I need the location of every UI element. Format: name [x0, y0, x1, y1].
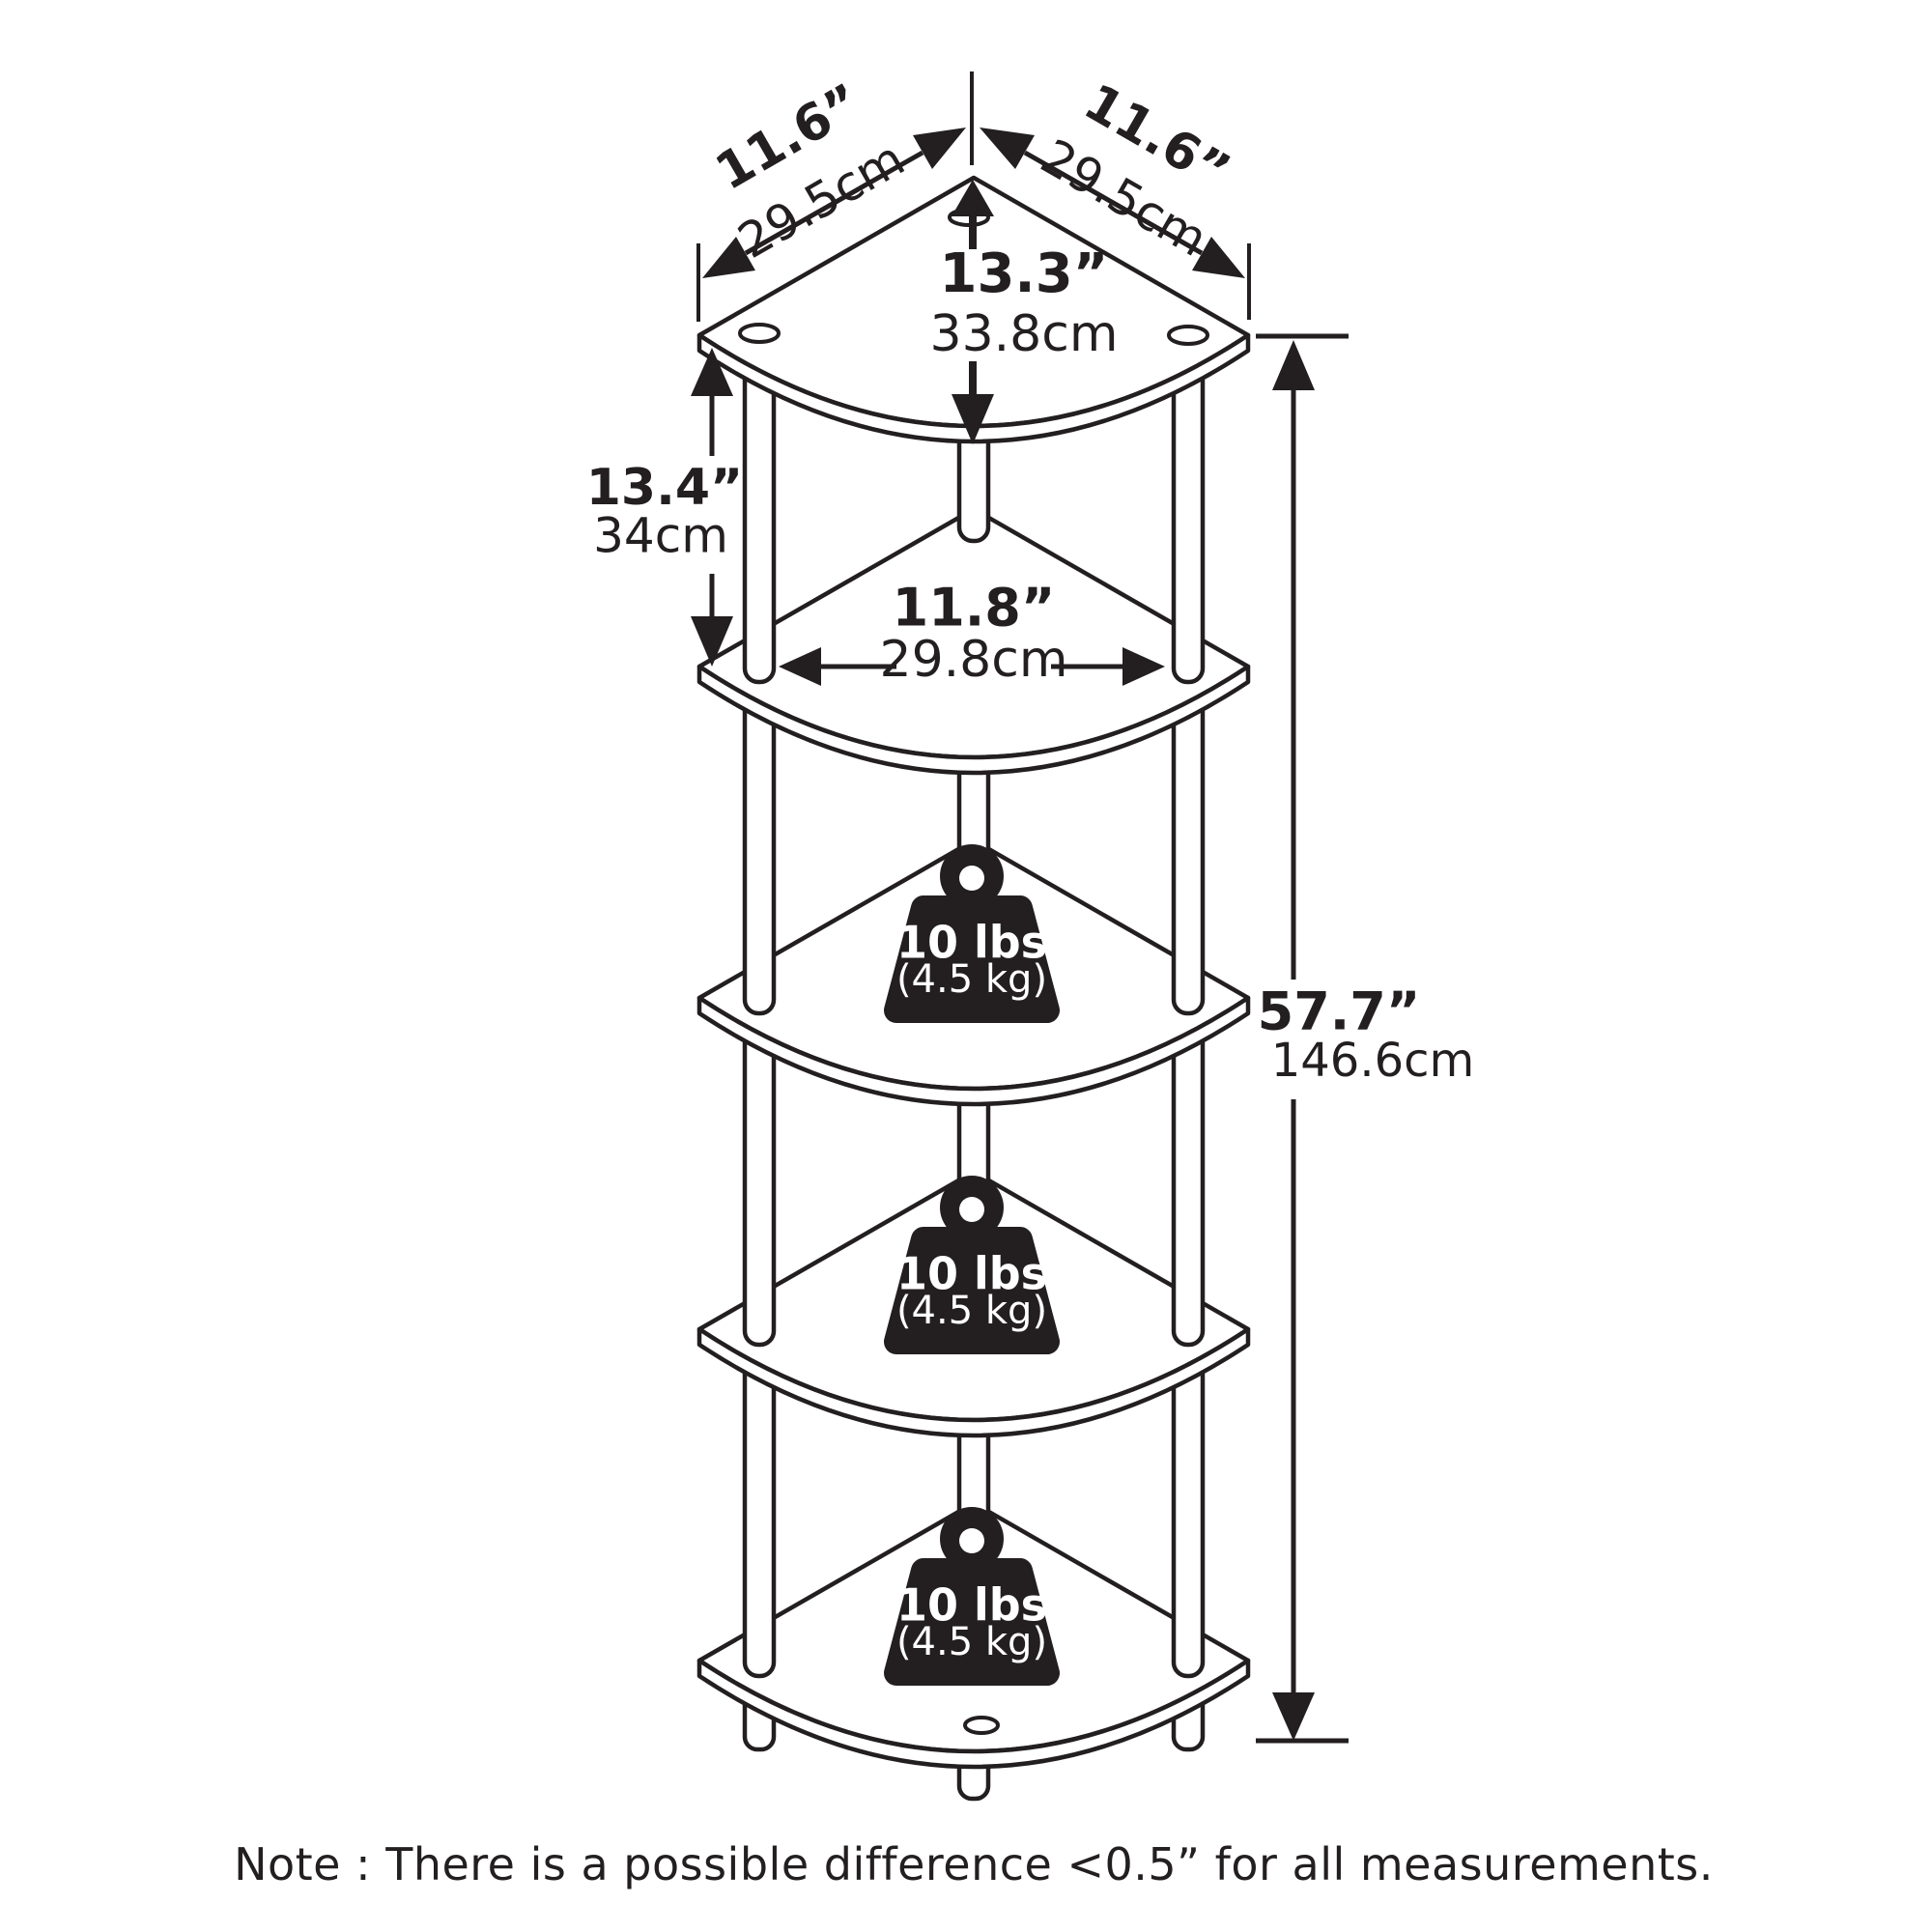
- weight-icon-3: 10 lbs (4.5 kg): [884, 1507, 1060, 1686]
- dim-height-inches: 57.7”: [1258, 981, 1421, 1042]
- weight-icon-2: 10 lbs (4.5 kg): [884, 1176, 1060, 1354]
- arrowhead-up: [1272, 340, 1315, 390]
- dim-spacing-inches: 13.4”: [586, 459, 743, 517]
- dim-width-inches: 11.8”: [893, 578, 1056, 639]
- arrowhead: [913, 128, 966, 169]
- dim-height-cm: 146.6cm: [1271, 1034, 1475, 1088]
- dim-spacing-cm: 34cm: [593, 508, 728, 564]
- weight2-kg-label: (4.5 kg): [896, 1289, 1047, 1333]
- dim-width-cm: 29.8cm: [879, 631, 1067, 689]
- shelf5-front-hole: [963, 1716, 1000, 1735]
- weight1-kg-label: (4.5 kg): [896, 957, 1047, 1002]
- arrowhead: [702, 237, 755, 278]
- weight2-lbs-label: 10 lbs: [896, 1248, 1047, 1300]
- dimension-diagonal-depth: 13.3” 33.8cm: [929, 180, 1119, 444]
- dimension-total-height: 57.7” 146.6cm: [1256, 333, 1475, 1744]
- dimension-shelf-width: 11.8” 29.8cm: [779, 578, 1165, 689]
- weight1-lbs-label: 10 lbs: [896, 917, 1047, 969]
- weight3-lbs-label: 10 lbs: [896, 1579, 1047, 1632]
- arrowhead-up: [691, 348, 733, 396]
- dimension-tier-spacing: 13.4” 34cm: [586, 348, 743, 667]
- arrowhead-left: [779, 647, 821, 686]
- arrowhead-up: [952, 180, 994, 216]
- arrowhead: [1192, 237, 1245, 278]
- arrowhead-down: [952, 394, 994, 444]
- weight-icon-1: 10 lbs (4.5 kg): [884, 844, 1060, 1023]
- arrowhead-down: [691, 616, 733, 667]
- poles-tier2: [742, 693, 1206, 1016]
- arrowhead-right: [1122, 647, 1165, 686]
- weight3-kg-label: (4.5 kg): [896, 1620, 1047, 1664]
- arrowhead-down: [1272, 1692, 1315, 1741]
- arrowhead: [980, 128, 1035, 169]
- shelf-unit-drawing: 10 lbs (4.5 kg) 10 lbs (4.5 kg): [699, 178, 1248, 1802]
- poles-tier3: [742, 1024, 1206, 1348]
- dim-depth-inches: 13.3”: [940, 242, 1109, 305]
- measurement-note: Note : There is a possible difference <0…: [234, 1838, 1714, 1890]
- dim-depth-cm: 33.8cm: [929, 305, 1118, 363]
